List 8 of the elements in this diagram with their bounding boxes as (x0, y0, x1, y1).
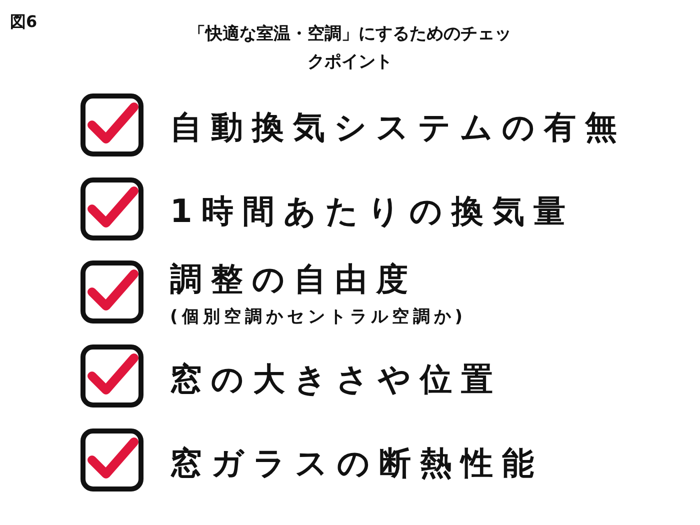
checklist-item: 1時間あたりの換気量 (170, 191, 574, 232)
checklist-item: 窓ガラスの断熱性能 (170, 443, 543, 484)
checklist-item: 調整の自由度 (170, 259, 417, 300)
item-note: (個別空調かセントラル空調か) (170, 306, 467, 328)
checklist-item: 自動換気システムの有無 (170, 107, 626, 148)
checklist-item: 窓の大きさや位置 (170, 359, 502, 400)
title: 「快適な室温・空調」にするためのチェックポイント (188, 23, 512, 74)
figure-number: 図6 (10, 12, 38, 33)
